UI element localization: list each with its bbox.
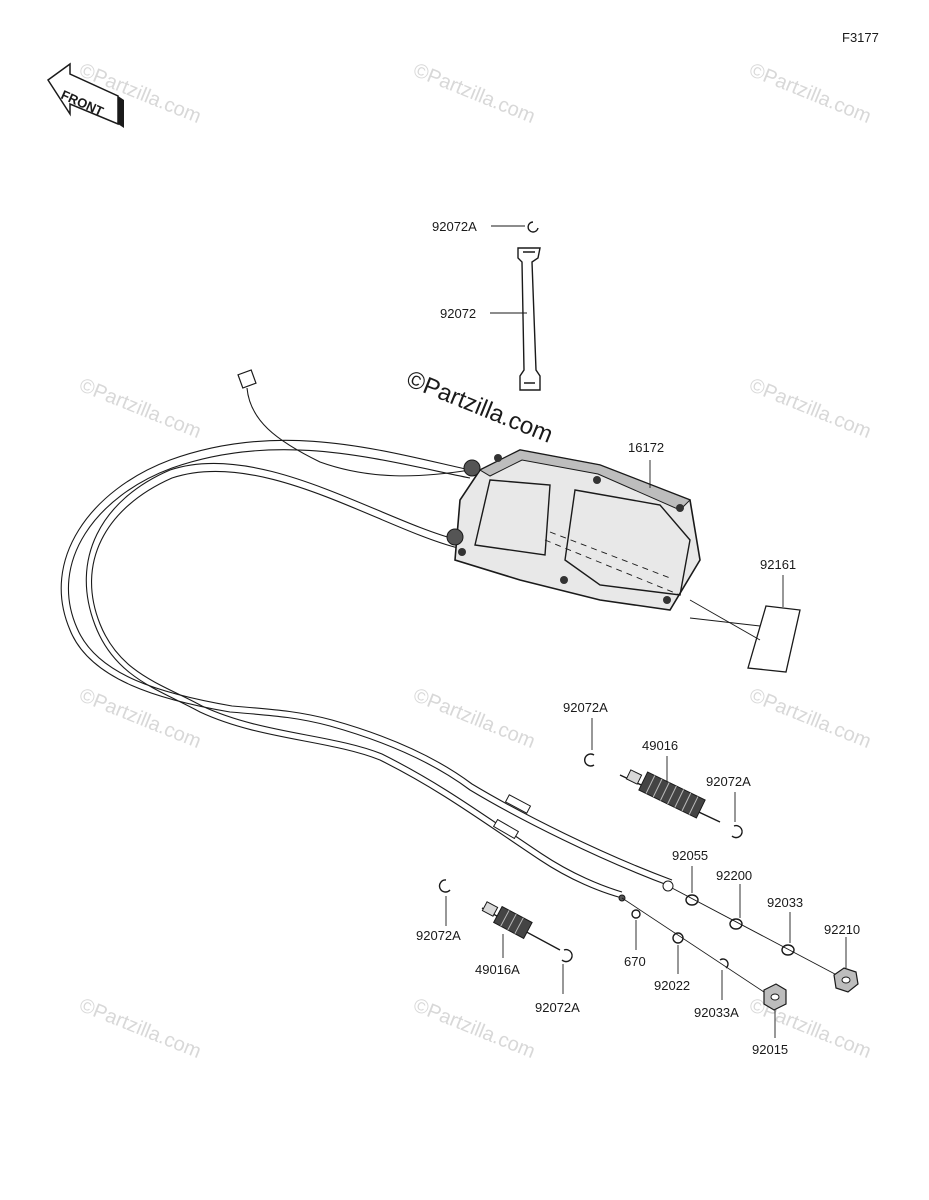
center-watermark: ©Partzilla.com: [403, 366, 557, 449]
label-92210: 92210: [824, 922, 860, 937]
watermark: ©Partzilla.com: [746, 59, 874, 128]
diagram-code: F3177: [842, 30, 879, 45]
watermark: ©Partzilla.com: [410, 994, 538, 1063]
watermark: ©Partzilla.com: [76, 994, 204, 1063]
label-670: 670: [624, 954, 646, 969]
watermark: ©Partzilla.com: [410, 59, 538, 128]
washer-92033a: [719, 958, 729, 969]
label-92055: 92055: [672, 848, 708, 863]
label-sticker-92161: [747, 605, 801, 673]
clip-92072a-bottom: [561, 948, 573, 963]
label-92072a-bottom: 92072A: [535, 1000, 580, 1015]
label-49016: 49016: [642, 738, 678, 753]
label-92033: 92033: [767, 895, 803, 910]
clip-92072a-mid: [584, 753, 595, 767]
label-92072: 92072: [440, 306, 476, 321]
washer-92200: [729, 918, 743, 930]
nut-92210: [833, 967, 859, 993]
clip-92072a-left: [438, 879, 451, 893]
label-92072a-right: 92072A: [706, 774, 751, 789]
label-92072a-left: 92072A: [416, 928, 461, 943]
label-16172: 16172: [628, 440, 664, 455]
label-92015: 92015: [752, 1042, 788, 1057]
watermark: ©Partzilla.com: [76, 684, 204, 753]
adjuster-49016: [619, 769, 721, 823]
throttle-cables: [60, 369, 674, 902]
label-92022: 92022: [654, 978, 690, 993]
label-49016a: 49016A: [475, 962, 520, 977]
label-92200: 92200: [716, 868, 752, 883]
label-92072a-top: 92072A: [432, 219, 477, 234]
watermark: ©Partzilla.com: [746, 684, 874, 753]
clip-92072a-right: [731, 824, 743, 839]
label-92072a-mid: 92072A: [563, 700, 608, 715]
adjuster-49016a: [481, 901, 561, 951]
label-92161: 92161: [760, 557, 796, 572]
lever-housing-16172: [446, 449, 701, 611]
label-92033a: 92033A: [694, 1005, 739, 1020]
nut-92015: [763, 983, 787, 1011]
watermark: ©Partzilla.com: [76, 374, 204, 443]
watermark: ©Partzilla.com: [746, 374, 874, 443]
band-92072: [517, 247, 541, 391]
washer-92033: [781, 944, 795, 956]
washer-670: [631, 909, 641, 919]
watermark: ©Partzilla.com: [410, 684, 538, 753]
clip-92072a-top: [527, 221, 539, 233]
washer-92022: [672, 932, 684, 944]
washer-92055: [685, 894, 699, 906]
